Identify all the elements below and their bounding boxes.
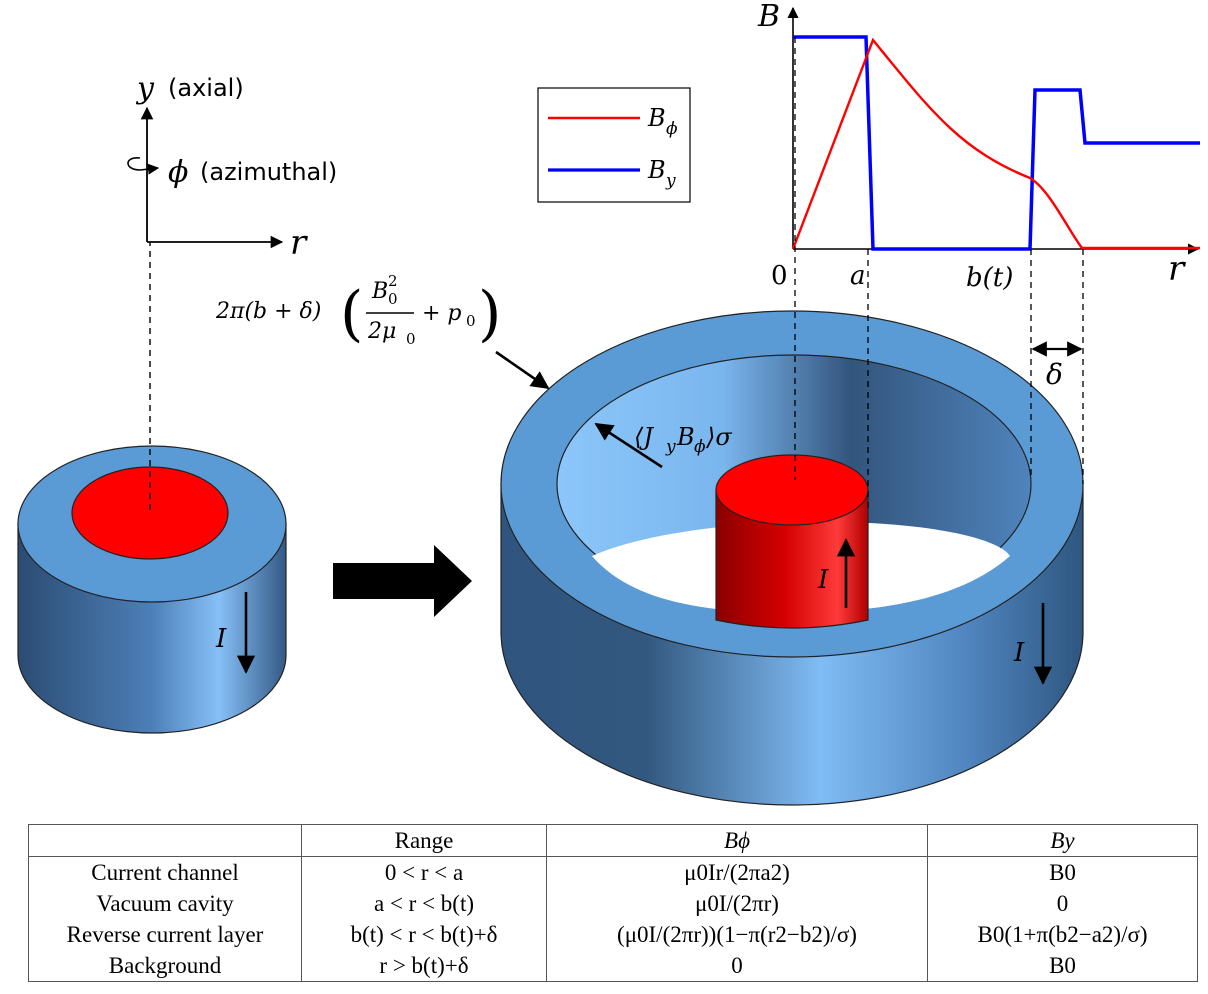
evolution-arrow-icon: [333, 545, 472, 617]
plot-x-axis-label: r: [1168, 249, 1186, 289]
svg-text:(: (: [340, 279, 363, 349]
table-header: [28, 824, 302, 857]
small-channel-top: [71, 466, 229, 560]
table-cell: Background: [28, 950, 302, 982]
svg-text:ϕ: ϕ: [694, 437, 706, 457]
svg-text:⟨J: ⟨J: [634, 423, 654, 451]
r-axis-label: r: [290, 223, 308, 263]
jxb-force-label: ⟨J y B ϕ ⟩σ: [634, 423, 732, 457]
svg-text:0: 0: [388, 290, 398, 308]
table-cell: a < r < b(t): [301, 888, 547, 919]
legend-b-phi-sub: ϕ: [666, 119, 678, 139]
small-axes: [127, 106, 284, 249]
svg-text:2μ: 2μ: [367, 319, 396, 344]
table-cell: 0: [546, 950, 928, 982]
channel-current-label: I: [817, 565, 829, 595]
b-y-curve: [793, 35, 1200, 251]
svg-text:B: B: [676, 423, 695, 451]
delta-label: δ: [1046, 358, 1063, 391]
table-cell: b(t) < r < b(t)+δ: [301, 919, 547, 950]
table-cell: B0: [927, 856, 1198, 888]
table-header-row: Range Bϕ By: [28, 824, 1198, 857]
table-header: Bϕ: [546, 824, 928, 857]
b-phi-curve: [791, 37, 1200, 250]
table-cell: 0: [927, 888, 1198, 919]
svg-text:2π(b + δ): 2π(b + δ): [215, 299, 321, 324]
svg-text:+ p: + p: [422, 301, 462, 326]
table-row: Reverse current layer b(t) < r < b(t)+δ …: [28, 919, 1198, 950]
table-cell: Current channel: [28, 856, 302, 888]
svg-text:B: B: [371, 279, 388, 304]
small-current-label: I: [215, 624, 227, 654]
table-cell: (μ0I/(2πr))(1−π(r2−b2)/σ): [546, 919, 928, 950]
plot-y-axis-label: B: [757, 0, 780, 34]
table-row: Background r > b(t)+δ 0 B0: [28, 950, 1198, 982]
y-axis-note: (axial): [168, 74, 244, 102]
table-cell: 0 < r < a: [301, 856, 547, 888]
table-row: Vacuum cavity a < r < b(t) μ0I/(2πr) 0: [28, 888, 1198, 919]
legend-b-phi: B: [647, 104, 666, 132]
profile-plot: [787, 6, 1200, 255]
projection-lines: [794, 37, 1084, 512]
table-header: Range: [301, 824, 547, 857]
table-cell: B0(1+π(b2−a2)/σ): [927, 919, 1198, 950]
table-cell: Reverse current layer: [28, 919, 302, 950]
svg-text:y: y: [665, 437, 676, 457]
phi-note: (azimuthal): [200, 158, 337, 186]
field-profile-table: Range Bϕ By Current channel 0 < r < a μ0…: [28, 824, 1198, 982]
svg-text:0: 0: [466, 312, 476, 330]
tick-zero: 0: [771, 261, 788, 291]
table-cell: B0: [927, 950, 1198, 982]
legend-b-y: B: [647, 156, 666, 184]
layer-current-label: I: [1013, 638, 1025, 668]
legend-b-y-sub: y: [665, 171, 676, 191]
azimuth-rotation-icon: [127, 157, 160, 175]
table-cell: μ0Ir/(2πa2): [546, 856, 928, 888]
svg-text:⟩σ: ⟩σ: [705, 423, 732, 451]
pressure-force-label: 2π(b + δ) ( B 2 0 2μ 0 + p 0 ): [215, 272, 501, 349]
table-cell: r > b(t)+δ: [301, 950, 547, 982]
tick-b: b(t): [966, 263, 1013, 293]
plot-legend: [537, 87, 691, 203]
phi-label: ϕ: [168, 155, 188, 190]
current-channel-cylinder: [715, 454, 869, 629]
svg-text:2: 2: [388, 272, 398, 290]
diagram-canvas: I y (axial) ϕ (azimuthal) r I I 2π(b + δ…: [17, 0, 1200, 806]
table-row: Current channel 0 < r < a μ0Ir/(2πa2) B0: [28, 856, 1198, 888]
table-cell: μ0I/(2πr): [546, 888, 928, 919]
small-cylinder: [17, 242, 287, 734]
y-axis-label: y: [135, 71, 155, 106]
svg-text:0: 0: [406, 330, 416, 348]
table-cell: Vacuum cavity: [28, 888, 302, 919]
table-header: By: [927, 824, 1198, 857]
svg-text:): ): [478, 279, 501, 349]
tick-a: a: [850, 261, 866, 291]
